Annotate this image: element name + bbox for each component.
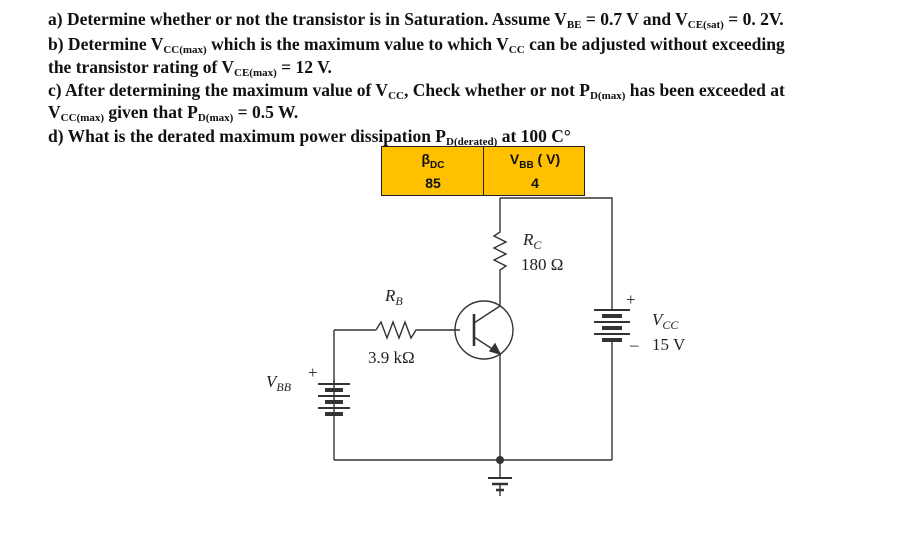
vcc-label: VCC	[652, 310, 679, 332]
question-d: d) What is the derated maximum power dis…	[48, 126, 571, 148]
battery-vcc	[594, 296, 630, 460]
table-header-beta: βDC	[421, 151, 445, 171]
table-value-beta: 85	[425, 175, 441, 191]
ground-symbol	[488, 460, 512, 496]
vbb-label: VBB	[266, 372, 292, 394]
vbb-plus: +	[308, 363, 318, 382]
transistor-npn	[454, 300, 514, 460]
vcc-plus: +	[626, 290, 636, 309]
rb-value: 3.9 kΩ	[368, 348, 415, 367]
rc-label: RC	[522, 230, 542, 252]
vcc-value: 15 V	[652, 335, 686, 354]
question-a: a) Determine whether or not the transist…	[48, 9, 784, 31]
battery-vbb	[318, 380, 350, 416]
question-b-line1: b) Determine VCC(max) which is the maxim…	[48, 34, 785, 56]
question-b-line2: the transistor rating of VCE(max) = 12 V…	[48, 57, 332, 79]
resistor-rb	[375, 320, 460, 340]
table-divider	[483, 147, 484, 195]
parameter-table: βDC VBB ( V) 85 4	[381, 146, 585, 196]
table-value-vbb: 4	[531, 175, 539, 191]
question-c-line1: c) After determining the maximum value o…	[48, 80, 785, 102]
wire-top	[499, 197, 613, 296]
rc-value: 180 Ω	[521, 255, 563, 274]
vcc-minus: –	[629, 335, 639, 354]
table-header-vbb: VBB ( V)	[509, 151, 561, 171]
ground-node-dot	[496, 456, 504, 464]
question-c-line2: VCC(max) given that PD(max) = 0.5 W.	[48, 102, 299, 124]
rb-label: RB	[384, 286, 403, 308]
resistor-rc	[492, 225, 508, 300]
